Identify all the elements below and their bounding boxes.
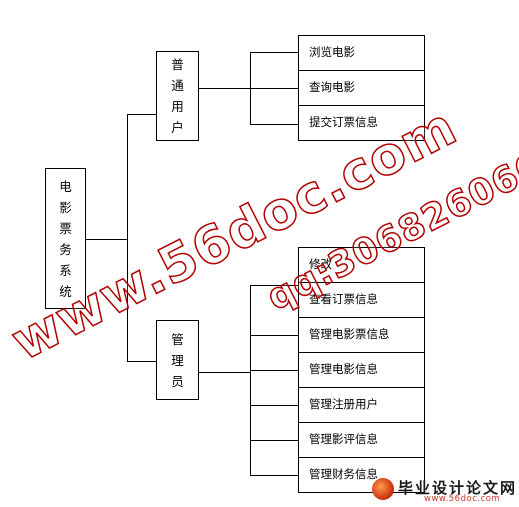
admin-leaf: 管理电影信息 [298,352,425,388]
admin-node: 管 理 员 [156,320,199,400]
admin-leaf: 管理注册用户 [298,387,425,423]
leaf-label: 浏览电影 [309,45,355,60]
leaf-label: 查询电影 [309,80,355,95]
root-node: 电 影 票 务 系 统 [45,168,86,309]
leaf-label: 管理影评信息 [309,432,378,447]
logo-title: 毕业设计论文网 [398,479,518,497]
user-char: 户 [171,120,184,135]
connector [250,370,298,371]
admin-leaf: 修改 [298,247,425,283]
connector [250,52,298,53]
connector [250,285,251,475]
leaf-label: 查看订票信息 [309,292,378,307]
root-char: 务 [59,241,72,257]
leaf-label: 提交订票信息 [309,115,378,130]
logo-icon [372,478,394,500]
root-char: 电 [59,178,72,194]
leaf-label: 管理电影票信息 [309,327,390,342]
leaf-label: 管理财务信息 [309,467,378,482]
connector [127,114,128,361]
admin-leaf: 管理电影票信息 [298,317,425,353]
user-node: 普 通 用 户 [156,51,199,141]
connector [250,335,298,336]
leaf-label: 修改 [309,257,332,272]
root-char: 影 [59,199,72,215]
admin-char: 员 [171,373,184,389]
user-char: 用 [171,99,184,114]
user-char: 通 [171,78,184,93]
connector [250,124,298,125]
root-char: 票 [59,220,72,236]
connector [250,440,298,441]
site-logo: 毕业设计论文网 www.56doc.com [372,476,517,504]
leaf-label: 管理注册用户 [309,397,378,412]
user-leaf: 提交订票信息 [298,105,425,141]
admin-char: 管 [171,331,184,347]
user-leaf: 浏览电影 [298,35,425,71]
admin-leaf: 管理影评信息 [298,422,425,458]
admin-char: 理 [171,352,184,368]
connector [199,88,250,89]
leaf-label: 管理电影信息 [309,362,378,377]
root-char: 系 [59,262,72,278]
connector [250,405,298,406]
admin-leaf: 查看订票信息 [298,282,425,318]
user-char: 普 [171,57,184,72]
connector [250,475,298,476]
connector [250,88,298,89]
connector [199,372,250,373]
root-char: 统 [59,283,72,299]
connector [86,239,127,240]
logo-site: www.56doc.com [424,494,501,504]
connector [250,285,298,286]
admin-leaf: 管理财务信息 [298,457,425,493]
user-leaf: 查询电影 [298,70,425,106]
connector [127,114,156,115]
connector [127,361,156,362]
